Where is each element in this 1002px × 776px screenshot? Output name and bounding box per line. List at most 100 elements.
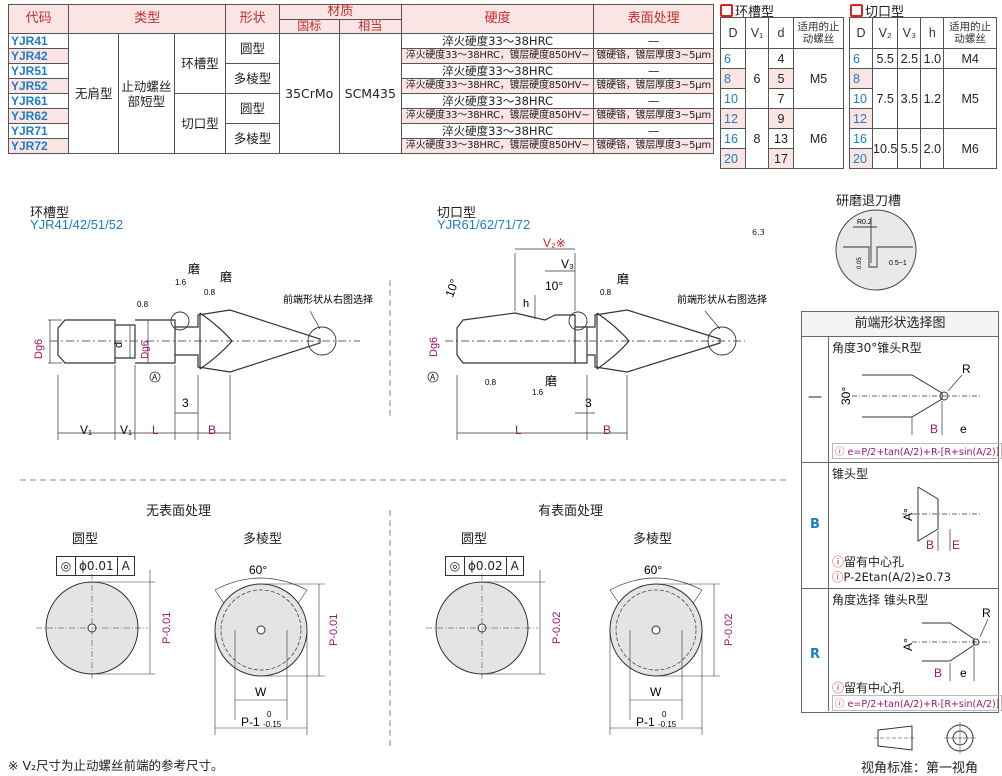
hardness-cell: 淬火硬度33～38HRC，镀层硬度850HV~ — [400, 48, 595, 64]
svg-text:10°: 10° — [442, 277, 461, 299]
svg-text:P-0.02: P-0.02 — [723, 614, 735, 646]
row-note: ⓘ e=P/2+tan(A/2)+R-[R+sin(A/2)] — [832, 443, 1002, 459]
tolerance-frame: ◎ ϕ0.02 A — [445, 556, 524, 576]
svg-text:-0.15: -0.15 — [263, 720, 282, 729]
svg-text:B: B — [208, 423, 216, 437]
footer-note: ※ V₂尺寸为止动螺丝前端的参考尺寸。 — [8, 758, 224, 773]
svg-text:B: B — [603, 423, 611, 437]
surface-cell: — — [593, 93, 714, 109]
svg-text:B: B — [930, 422, 938, 436]
row-title: 锥头型 — [832, 467, 869, 481]
tolerance-frame: ◎ ϕ0.01 A — [56, 556, 135, 576]
ring-drawing-codes: YJR41/42/51/52 — [30, 217, 124, 232]
hdr-material: 材质 — [278, 4, 402, 20]
poly-section-2: 60° P-0.02 W P-1 0 -0.15 — [609, 563, 735, 735]
v3-cell: 2.5 — [897, 48, 922, 69]
svg-text:R: R — [962, 362, 971, 376]
code-cell: YJR61 — [7, 93, 70, 109]
svg-text:A°: A° — [901, 638, 915, 651]
hdr-hardness: 硬度 — [400, 4, 595, 34]
row-title: 角度30°锥头R型 — [832, 341, 922, 355]
hdr-v3: V₃ — [897, 17, 922, 49]
svg-text:磨: 磨 — [188, 262, 200, 276]
ring-drawing: V₁ V₁ L B 3 d Dg6 Dg6 A 磨 磨 0.8 1.6 0.8 … — [33, 262, 373, 440]
svg-text:-0.15: -0.15 — [658, 720, 677, 729]
d-cell: 12 — [849, 108, 873, 129]
shape-round: 圆型 — [225, 33, 280, 64]
d-cell: 8 — [720, 68, 746, 89]
screw-cell: M5 — [943, 68, 997, 129]
surface-cell: 镀硬铬，镀层厚度3~5μm — [593, 78, 714, 94]
marker-icon — [720, 4, 733, 17]
svg-text:B: B — [926, 538, 934, 552]
d-cell: 10 — [849, 88, 873, 109]
svg-text:P-0.01: P-0.01 — [328, 614, 340, 646]
cut-drawing: L B 3 V₂※ V₃ 10° 10° h Dg6 A 磨 磨 0.8 0.8… — [427, 236, 767, 440]
d-small-cell: 4 — [768, 48, 794, 69]
tip-diagram: A° B e R — [901, 606, 992, 681]
with-surface-title: 有表面处理 — [538, 504, 604, 519]
hdr-v2: V₂ — [871, 17, 899, 49]
shape-round: 圆型 — [225, 93, 280, 124]
surface-symbol: 6.3 — [752, 228, 765, 237]
surface-cell: 镀硬铬，镀层厚度3~5μm — [593, 48, 714, 64]
svg-text:B: B — [934, 666, 942, 680]
code-cell: YJR52 — [7, 78, 70, 94]
round-label: 圆型 — [461, 532, 488, 547]
hdr-d: D — [849, 17, 873, 49]
hardness-cell: 淬火硬度33～38HRC — [400, 93, 595, 109]
v3-cell: 3.5 — [897, 68, 922, 129]
svg-text:前端形状从右图选择: 前端形状从右图选择 — [677, 293, 767, 306]
v1-cell: 8 — [745, 108, 769, 169]
d-cell: 16 — [720, 128, 746, 149]
concentric-icon: ◎ — [57, 557, 76, 575]
mat-eq: SCM435 — [338, 33, 402, 154]
hdr-small-d: d — [768, 17, 794, 49]
screw-cell: M4 — [943, 48, 997, 69]
svg-text:0.5~1: 0.5~1 — [889, 260, 907, 267]
d-small-cell: 9 — [768, 108, 794, 129]
svg-text:e: e — [960, 422, 967, 436]
d-cell: 6 — [720, 48, 746, 69]
svg-text:V₁: V₁ — [120, 423, 132, 437]
ring-drawing-title: 环槽型 — [30, 206, 70, 221]
svg-text:磨: 磨 — [617, 272, 629, 286]
hardness-cell: 淬火硬度33～38HRC — [400, 123, 595, 139]
surface-cell: — — [593, 63, 714, 79]
svg-text:60°: 60° — [644, 563, 662, 577]
svg-text:P-1: P-1 — [636, 715, 655, 729]
svg-text:A°: A° — [901, 508, 915, 521]
surface-cell: 镀硬铬，镀层厚度3~5μm — [593, 108, 714, 124]
row-code: — — [808, 389, 822, 405]
hardness-cell: 淬火硬度33～38HRC — [400, 33, 595, 49]
hdr-screw: 适用的止动螺丝 — [793, 17, 844, 49]
relief-title: 研磨退刀槽 — [836, 194, 902, 209]
d-cell: 16 — [849, 128, 873, 149]
h-cell: 1.0 — [920, 48, 945, 69]
row-code: B — [810, 517, 820, 532]
round-section-1: P-0.01 — [36, 570, 173, 680]
svg-text:Dg6: Dg6 — [140, 340, 151, 359]
svg-text:0: 0 — [267, 710, 272, 719]
svg-text:V₁: V₁ — [80, 423, 92, 437]
svg-text:P-0.01: P-0.01 — [161, 612, 173, 644]
svg-text:W: W — [650, 685, 662, 699]
svg-text:30°: 30° — [839, 387, 853, 405]
selection-title: 前端形状选择图 — [802, 312, 998, 337]
d-cell: 8 — [849, 68, 873, 89]
d-small-cell: 7 — [768, 88, 794, 109]
v1-cell: 6 — [745, 48, 769, 109]
svg-text:3: 3 — [585, 396, 592, 410]
svg-text:0.05: 0.05 — [857, 257, 863, 269]
h-cell: 1.2 — [920, 68, 945, 129]
svg-text:60°: 60° — [249, 563, 267, 577]
surface-cell: 镀硬铬，镀层厚度3~5μm — [593, 138, 714, 154]
hdr-h: h — [920, 17, 945, 49]
svg-text:R0.2: R0.2 — [857, 219, 872, 226]
svg-text:10°: 10° — [545, 279, 563, 293]
row-title: 角度选择 锥头R型 — [832, 593, 929, 607]
screw-cell: M6 — [943, 128, 997, 169]
svg-text:前端形状从右图选择: 前端形状从右图选择 — [283, 293, 373, 306]
